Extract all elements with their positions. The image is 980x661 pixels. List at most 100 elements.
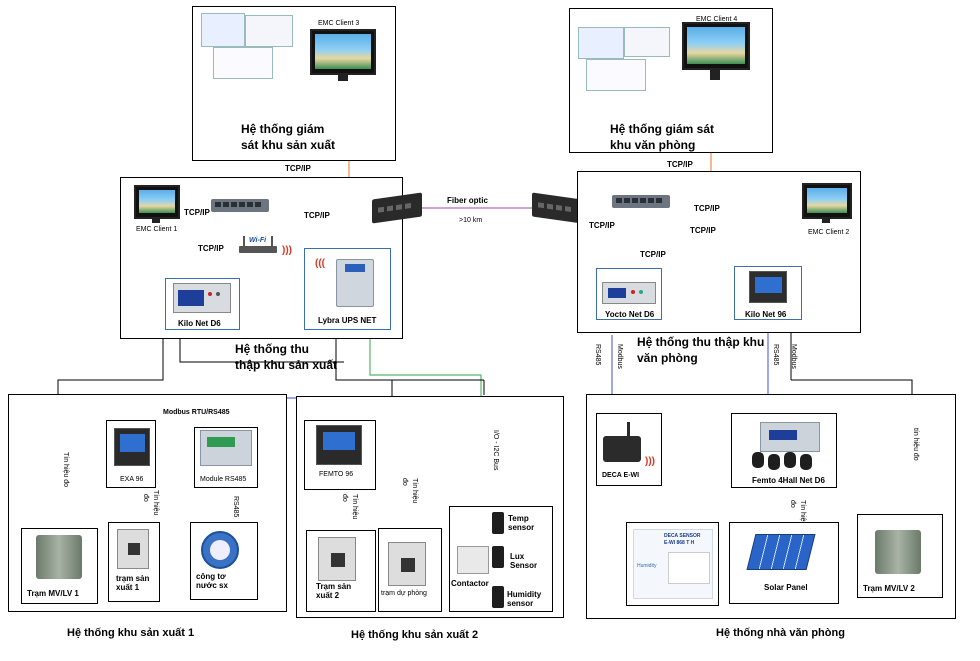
- tcpip-label: TCP/IP: [198, 244, 224, 253]
- tcpip-label: TCP/IP: [304, 211, 330, 220]
- tcpip-label: TCP/IP: [667, 160, 693, 169]
- modbus-label: Modbus: [790, 344, 797, 369]
- client-2-label: EMC Client 2: [808, 229, 850, 236]
- network-switch-icon: [612, 195, 670, 208]
- dashboard-screenshot: [213, 47, 273, 79]
- signal-label: Tín hiệu: [152, 490, 159, 516]
- lybra-ups-device[interactable]: [336, 259, 374, 307]
- dashboard-screenshot: [586, 59, 646, 91]
- monitor-icon[interactable]: [310, 29, 376, 75]
- exa96-label: EXA 96: [120, 476, 144, 483]
- breaker-icon: [388, 542, 426, 586]
- modbus-rtu-label: Modbus RTU/RS485: [163, 409, 230, 416]
- lybra-ups-label: Lybra UPS NET: [318, 316, 377, 325]
- monitor-icon[interactable]: [134, 185, 180, 219]
- femto4hall-device[interactable]: [760, 422, 820, 452]
- tram-mvlv1-label: Trạm MV/LV 1: [27, 589, 79, 598]
- deca-sensor-title: DECA SENSOR: [664, 533, 701, 539]
- distance-label: >10 km: [459, 217, 483, 224]
- network-switch-icon: [211, 199, 269, 212]
- monitor-stand: [152, 219, 160, 223]
- hall-sensor-icon: [800, 454, 812, 470]
- modbus-label: Modbus: [616, 344, 623, 369]
- rs485-label: RS485: [232, 496, 239, 518]
- breaker-icon: [117, 529, 149, 569]
- femto4hall-label: Femto 4Hall Net D6: [752, 476, 825, 485]
- deca-sensor-device: DECA SENSOR E-WI 868 T H Humidity: [633, 529, 713, 599]
- fiber-label: Fiber optic: [447, 196, 488, 205]
- monitor-icon[interactable]: [682, 22, 750, 70]
- hall-sensor-icon: [768, 454, 780, 470]
- signal-label: đo: [789, 500, 796, 508]
- signal-measure-label: Tín hiệu đo: [62, 452, 69, 488]
- io-bus-label: I/O - I2C Bus: [492, 430, 499, 471]
- signal-measure-label: tín hiệu đo: [912, 428, 919, 461]
- wifi-router-icon: Wi-Fi: [239, 236, 277, 256]
- tcpip-label: TCP/IP: [690, 226, 716, 235]
- transformer-icon: [36, 535, 82, 579]
- client-1-label: EMC Client 1: [136, 226, 178, 233]
- exa96-device[interactable]: [114, 428, 150, 466]
- yocto-label: Yocto Net D6: [605, 310, 655, 319]
- tcpip-label: TCP/IP: [640, 250, 666, 259]
- kilo-net-d6-device[interactable]: [173, 283, 231, 313]
- monitor-stand: [338, 75, 348, 81]
- solar-label: Solar Panel: [764, 583, 808, 592]
- signal-label: Tín hiệu: [411, 478, 418, 504]
- breaker-icon: [318, 537, 356, 581]
- dashboard-screenshot: [624, 27, 670, 57]
- kilo96-device[interactable]: [749, 271, 787, 303]
- femto96-label: FEMTO 96: [319, 471, 354, 478]
- signal-label: Tín hiệu: [351, 494, 358, 520]
- humidity-text: Humidity: [637, 563, 657, 569]
- kilo96-label: Kilo Net 96: [745, 310, 787, 319]
- deca-label: DECA E-WI: [602, 472, 640, 479]
- dashboard-screenshot: [201, 13, 245, 47]
- solar-panel-icon: [746, 534, 816, 570]
- client-4-label: EMC Client 4: [696, 16, 738, 23]
- dashboard-screenshot: [245, 15, 293, 47]
- monitor-icon[interactable]: [802, 183, 852, 219]
- tcpip-label: TCP/IP: [694, 204, 720, 213]
- tram-du-phong-label: trạm dự phòng: [381, 590, 427, 597]
- humidity-sensor-icon: [492, 586, 504, 608]
- signal-label: đo: [142, 494, 149, 502]
- deca-device[interactable]: [603, 422, 641, 462]
- dashboard-screenshot: [578, 27, 624, 59]
- hall-sensor-icon: [784, 452, 796, 468]
- tcpip-label: TCP/IP: [589, 221, 615, 230]
- signal-icon: (((: [315, 258, 325, 269]
- contactor-icon: [457, 546, 489, 574]
- signal-label: đo: [341, 494, 348, 502]
- femto96-device[interactable]: [316, 425, 362, 465]
- tcpip-label: TCP/IP: [285, 164, 311, 173]
- zone1-title: Hệ thống khu sản xuất 1: [67, 627, 195, 639]
- monitor-stand: [822, 219, 830, 223]
- signal-icon: ))): [282, 245, 292, 256]
- water-meter-icon: [201, 531, 239, 569]
- yocto-device[interactable]: [602, 282, 656, 304]
- rs485-label: RS485: [772, 344, 779, 366]
- deca-sensor-model: E-WI 868 T H: [664, 540, 695, 546]
- rs485-label: RS485: [594, 344, 601, 366]
- tram-mvlv2-label: Trạm MV/LV 2: [863, 584, 915, 593]
- hall-sensor-icon: [752, 452, 764, 468]
- transformer-icon: [875, 530, 921, 574]
- monitor-stand: [710, 70, 720, 80]
- wifi-label: Wi-Fi: [249, 237, 267, 244]
- contactor-label: Contactor: [451, 579, 489, 588]
- module-rs485-device[interactable]: [200, 430, 252, 466]
- client-3-label: EMC Client 3: [318, 20, 360, 27]
